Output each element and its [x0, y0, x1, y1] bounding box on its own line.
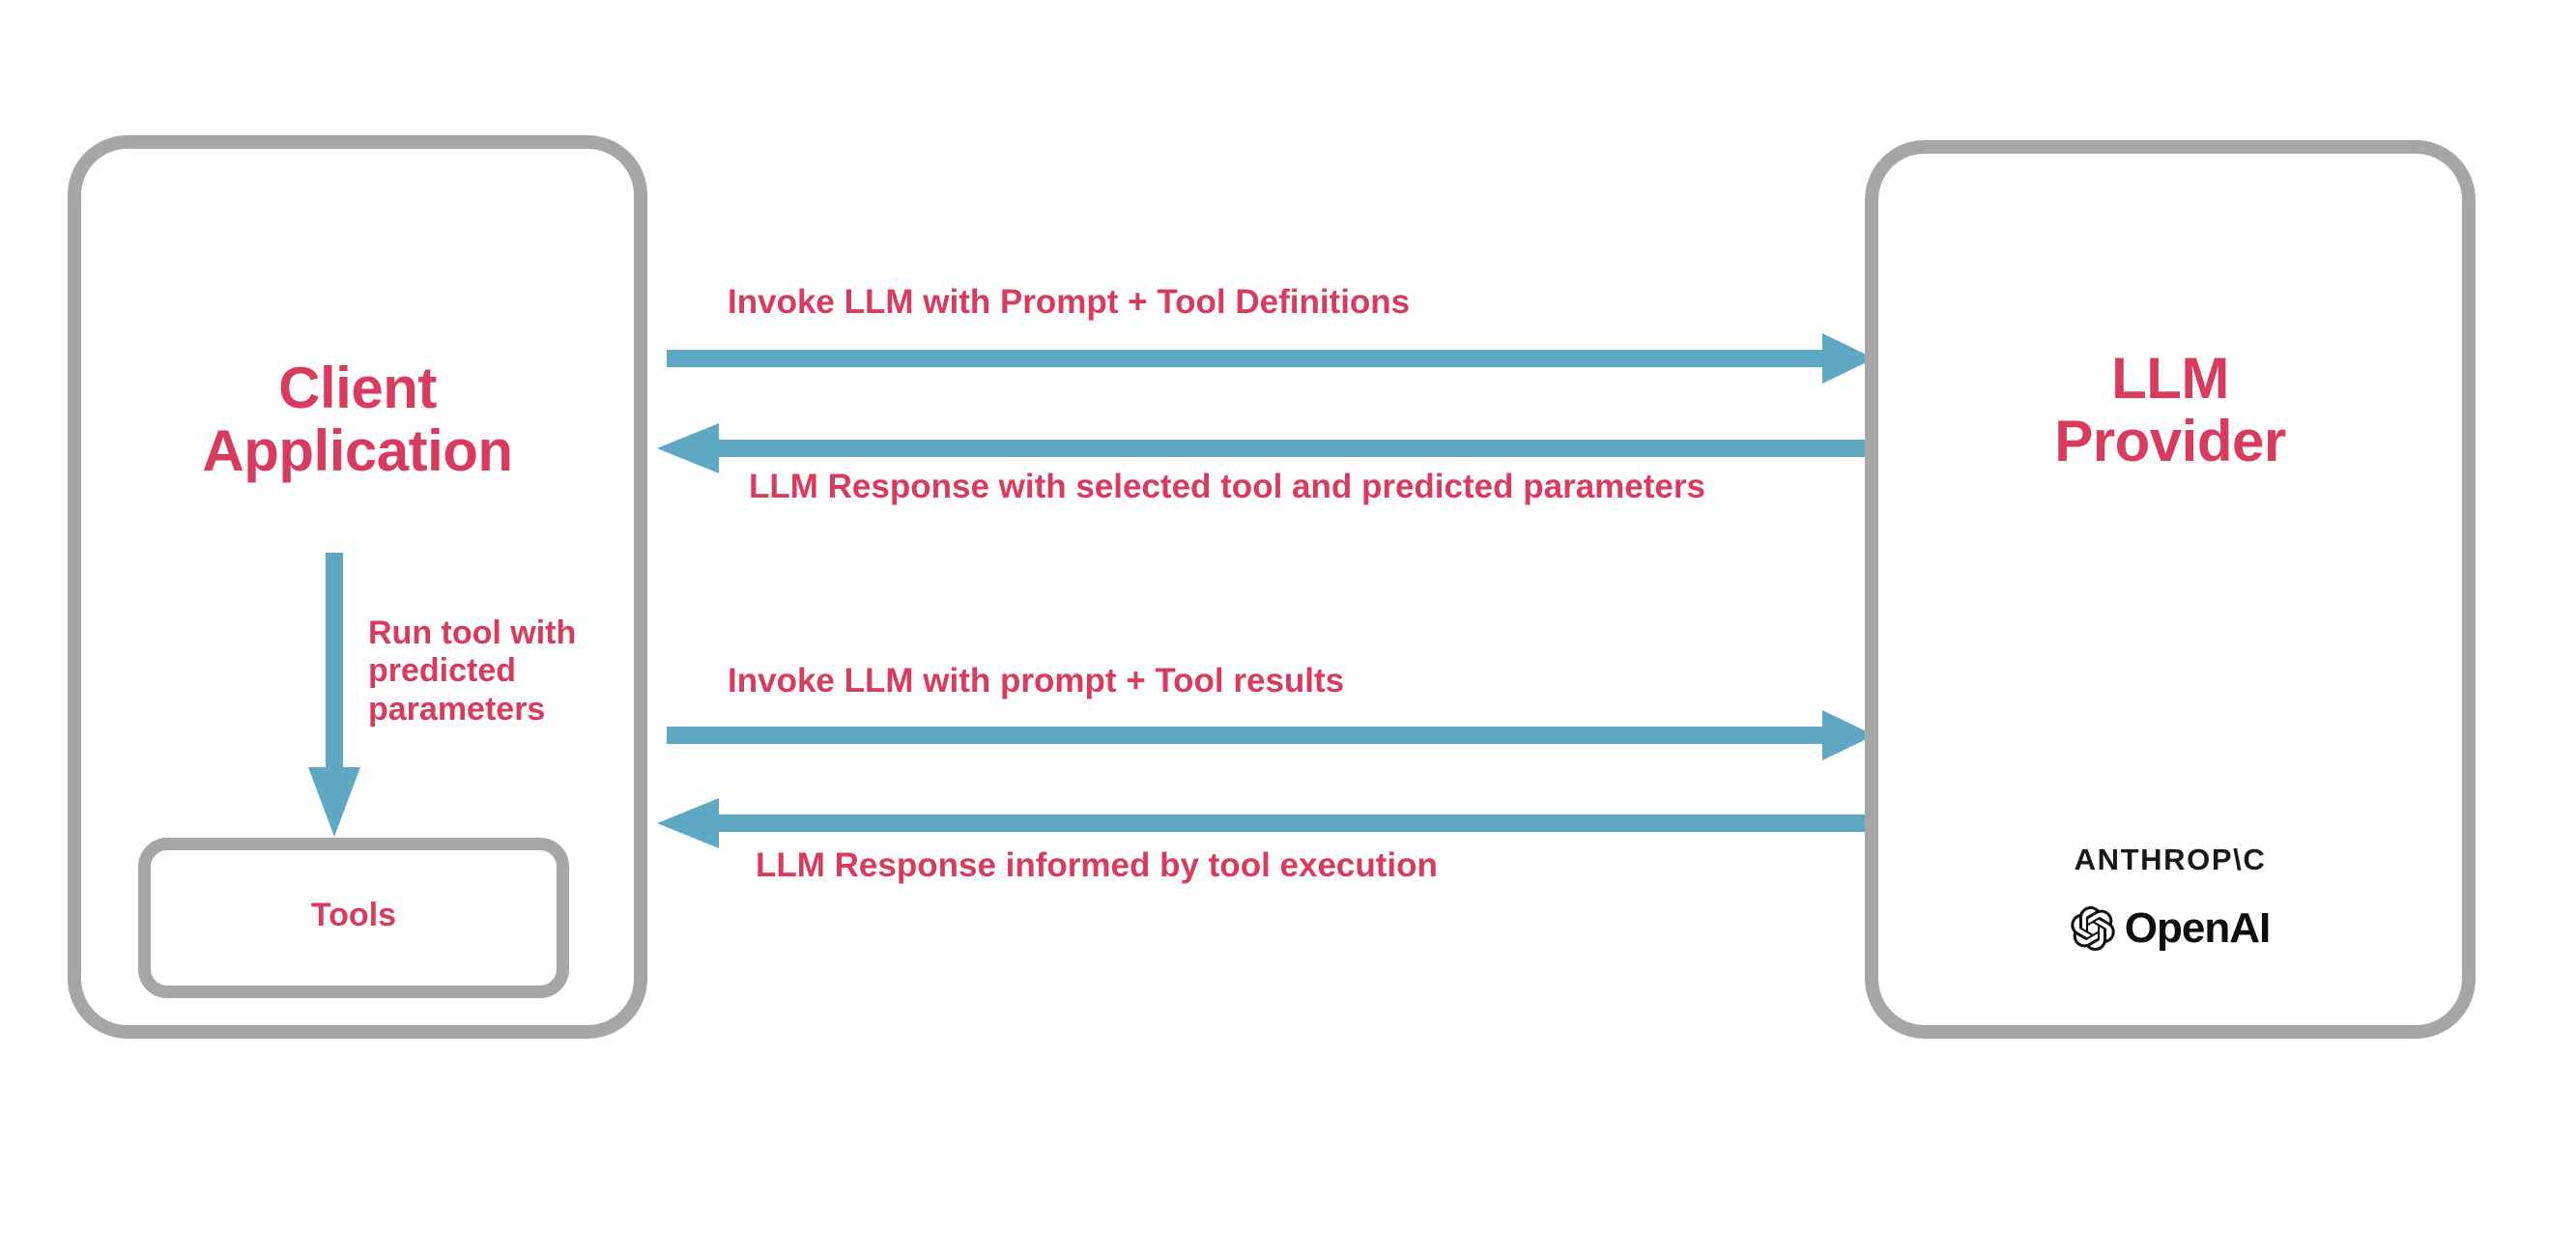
message-label-invoke-with-tool-results: Invoke LLM with prompt + Tool results: [728, 662, 1345, 700]
message-arrow-invoke-with-tool-results: [667, 708, 1875, 762]
message-label-response-with-selected-tool: LLM Response with selected tool and pred…: [749, 468, 1705, 505]
llm-provider-title: LLM Provider: [2054, 346, 2286, 473]
openai-wordmark: OpenAI: [2124, 904, 2271, 952]
openai-logo: OpenAI: [1865, 906, 2476, 951]
tools-label: Tools: [310, 897, 397, 933]
openai-flower-icon: [2071, 906, 2115, 951]
anthropic-logo: ANTHROP\C: [2074, 843, 2267, 876]
client-application-title: Client Application: [202, 356, 513, 483]
message-label-response-informed-by-tool: LLM Response informed by tool execution: [756, 846, 1438, 884]
message-label-invoke-with-tool-definitions: Invoke LLM with Prompt + Tool Definition…: [728, 283, 1411, 321]
run-tool-arrow-down: [305, 553, 363, 841]
message-arrow-response-with-selected-tool: [657, 421, 1875, 475]
run-tool-arrow-label: Run tool with predicted parameters: [368, 615, 577, 728]
message-arrow-response-informed-by-tool: [657, 796, 1875, 850]
tools-box: [138, 838, 569, 998]
llm-provider-box: [1865, 140, 2476, 1039]
message-arrow-invoke-with-tool-definitions: [667, 331, 1875, 386]
